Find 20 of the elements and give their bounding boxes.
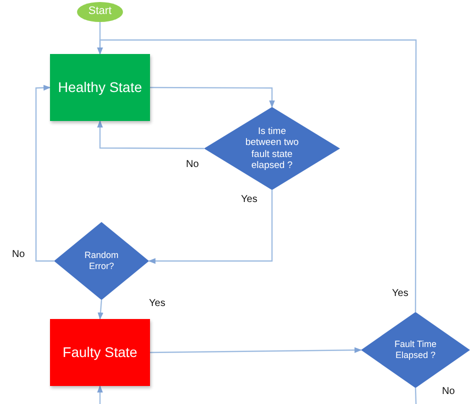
- process-box: [50, 54, 150, 121]
- node-label: Healthy State: [58, 79, 142, 96]
- decision-diamond: [54, 222, 149, 300]
- arrow: [97, 385, 103, 404]
- arrow: [98, 300, 104, 320]
- decision-diamond: [204, 107, 340, 190]
- node-label: Fault Time Elapsed ?: [393, 339, 438, 361]
- arrow: [97, 39, 417, 312]
- node-label: Is time between two fault state elapsed ?: [244, 126, 300, 172]
- arrow: [150, 347, 362, 354]
- process-box: [50, 319, 150, 386]
- start-terminal: [77, 2, 123, 22]
- arrow: [97, 120, 204, 150]
- node-label: Random Error?: [83, 250, 120, 272]
- arrow: [35, 84, 54, 262]
- arrow: [150, 86, 275, 108]
- arrow: [148, 190, 273, 264]
- decision-diamond: [361, 312, 470, 388]
- node-label: Faulty State: [62, 344, 138, 361]
- node-label: Start: [88, 5, 112, 19]
